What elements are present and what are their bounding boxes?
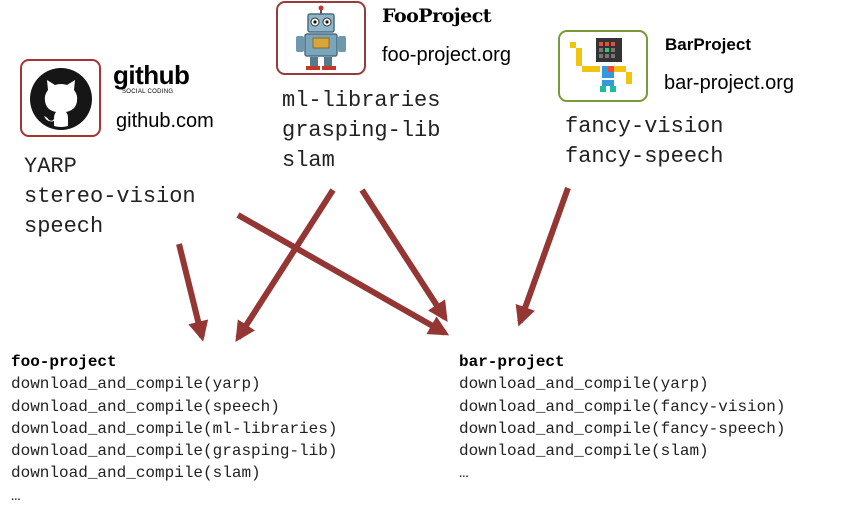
code-line: download_and_compile(grasping-lib) bbox=[11, 442, 338, 461]
package-item: stereo-vision bbox=[24, 184, 196, 209]
code-line-ellipsis: … bbox=[11, 486, 21, 505]
github-package-list: YARP stereo-vision speech bbox=[24, 152, 196, 242]
package-item: speech bbox=[24, 214, 104, 239]
arrow-github-to-bar bbox=[236, 212, 450, 336]
package-item: fancy-vision bbox=[565, 114, 724, 139]
github-brand-text: github bbox=[113, 60, 190, 90]
package-item: grasping-lib bbox=[282, 118, 441, 143]
package-item: slam bbox=[282, 148, 335, 173]
foo-project-title: foo-project bbox=[11, 353, 117, 371]
barproject-brand-text: BarProject bbox=[665, 35, 751, 54]
barproject-package-list: fancy-vision fancy-speech bbox=[565, 112, 723, 172]
code-line: download_and_compile(speech) bbox=[11, 397, 280, 416]
arrow-foo-to-foo bbox=[235, 188, 336, 343]
github-brand-subtext: SOCIAL CODING bbox=[122, 89, 174, 95]
code-line: download_and_compile(slam) bbox=[459, 442, 709, 461]
arrow-github-to-foo bbox=[176, 243, 209, 342]
fooproject-brand-text: FooProject bbox=[382, 5, 492, 27]
github-url: github.com bbox=[116, 110, 214, 132]
arrow-foo-to-bar bbox=[359, 188, 448, 323]
code-line: download_and_compile(slam) bbox=[11, 464, 261, 483]
package-item: ml-libraries bbox=[282, 88, 441, 113]
package-item: YARP bbox=[24, 154, 77, 179]
fooproject-url: foo-project.org bbox=[382, 44, 511, 66]
code-line: download_and_compile(yarp) bbox=[11, 375, 261, 394]
github-logo-box bbox=[20, 59, 101, 137]
github-brand-wordmark: github bbox=[113, 60, 190, 91]
robot-icon bbox=[296, 5, 346, 70]
code-line-ellipsis: … bbox=[459, 464, 469, 483]
arrow-barproject-to-bar bbox=[515, 186, 571, 327]
code-line: download_and_compile(fancy-speech) bbox=[459, 419, 786, 438]
foo-project-block: foo-project download_and_compile(yarp) d… bbox=[11, 351, 337, 507]
code-line: download_and_compile(ml-libraries) bbox=[11, 419, 338, 438]
fooproject-logo-box bbox=[276, 1, 366, 75]
barproject-logo-box bbox=[558, 30, 648, 102]
github-octocat-icon bbox=[30, 68, 92, 130]
bar-project-title: bar-project bbox=[459, 353, 565, 371]
barproject-url: bar-project.org bbox=[664, 72, 795, 94]
fooproject-package-list: ml-libraries grasping-lib slam bbox=[282, 86, 440, 176]
bar-project-block: bar-project download_and_compile(yarp) d… bbox=[459, 351, 785, 485]
package-item: fancy-speech bbox=[565, 144, 724, 169]
code-line: download_and_compile(yarp) bbox=[459, 375, 709, 394]
code-line: download_and_compile(fancy-vision) bbox=[459, 397, 786, 416]
pixel-robot-icon bbox=[570, 38, 632, 92]
